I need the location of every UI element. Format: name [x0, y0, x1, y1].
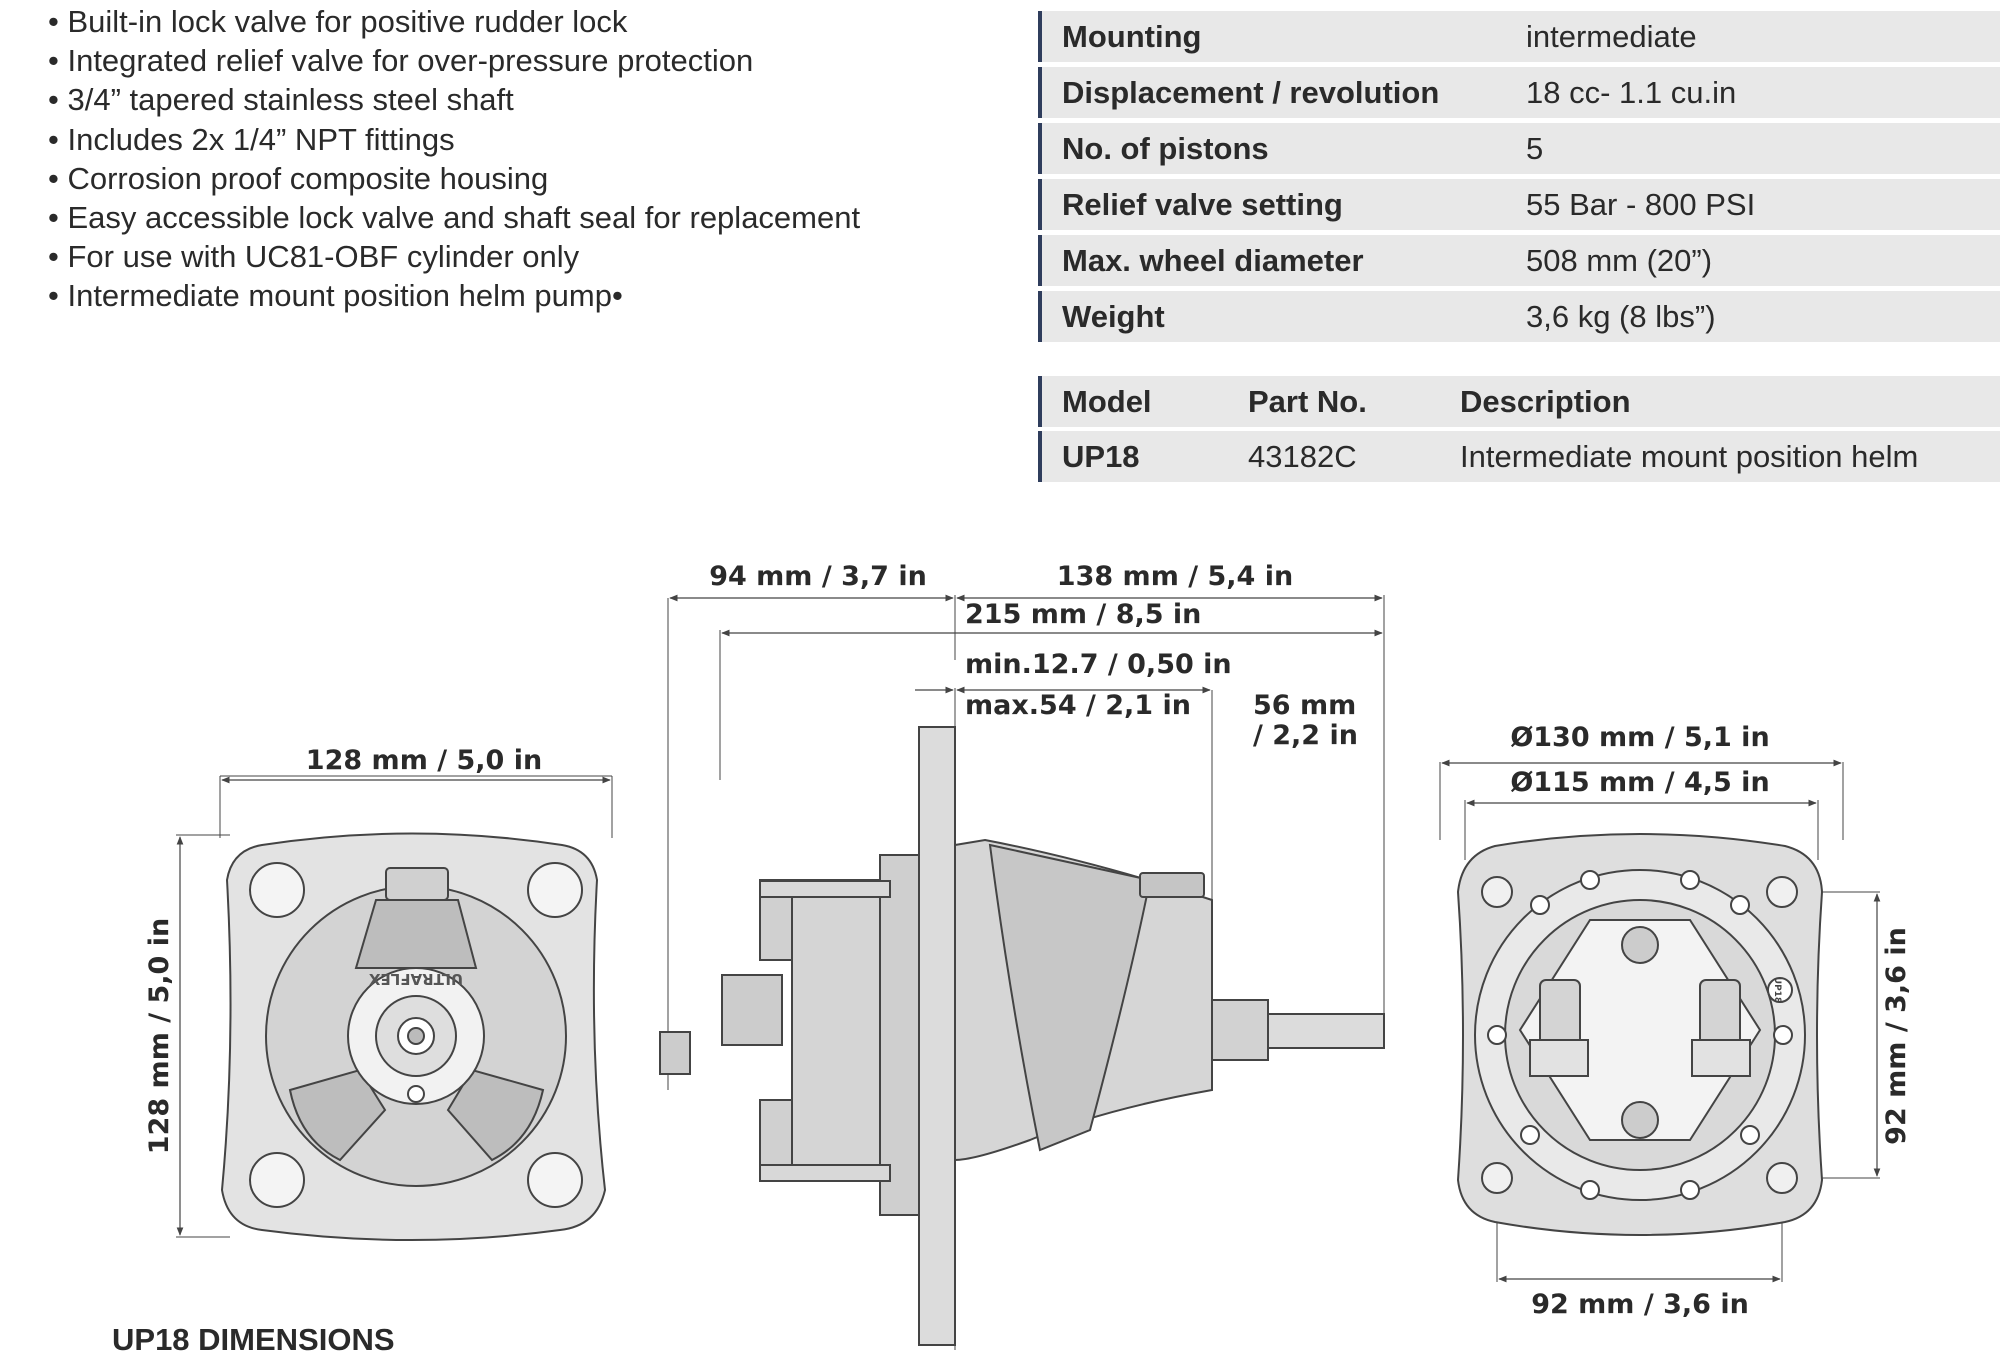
- column-header-model: Model: [1038, 376, 1248, 427]
- back-view: [1439, 759, 1881, 1283]
- model-cell: UP18: [1038, 431, 1248, 482]
- side-view: [659, 594, 1385, 1350]
- spec-label: Mounting: [1038, 11, 1520, 62]
- spec-label: Max. wheel diameter: [1038, 235, 1520, 286]
- dim-shaft-line1: 56 mm: [1253, 690, 1356, 721]
- feature-item: For use with UC81-OBF cylinder only: [48, 237, 860, 276]
- column-header-description: Description: [1460, 376, 2000, 427]
- spec-row: Max. wheel diameter 508 mm (20”): [1038, 235, 2000, 286]
- spec-label: Displacement / revolution: [1038, 67, 1520, 118]
- dim-back-inner-diameter: Ø115 mm / 4,5 in: [1510, 767, 1769, 798]
- dim-panel-max: max.54 / 2,1 in: [965, 690, 1191, 721]
- feature-item: Includes 2x 1/4” NPT fittings: [48, 120, 860, 159]
- dim-side-rear: 94 mm / 3,7 in: [709, 561, 927, 592]
- spec-value: 508 mm (20”): [1520, 235, 2000, 286]
- description-cell: Intermediate mount position helm: [1460, 431, 2000, 482]
- spec-value: 55 Bar - 800 PSI: [1520, 179, 2000, 230]
- spec-value: 5: [1520, 123, 2000, 174]
- dim-back-bolt-vertical: 92 mm / 3,6 in: [1881, 927, 1912, 1145]
- back-logo-text: UP18: [1772, 977, 1782, 1003]
- spec-value: intermediate: [1520, 11, 2000, 62]
- table-row: UP18 43182C Intermediate mount position …: [1038, 431, 2000, 482]
- spec-label: Relief valve setting: [1038, 179, 1520, 230]
- part-no-cell: 43182C: [1248, 431, 1460, 482]
- feature-item: Intermediate mount position helm pump•: [48, 276, 860, 315]
- spec-value: 3,6 kg (8 lbs”): [1520, 291, 2000, 342]
- spec-row: Relief valve setting 55 Bar - 800 PSI: [1038, 179, 2000, 230]
- feature-item: Built-in lock valve for positive rudder …: [48, 2, 860, 41]
- spec-label: Weight: [1038, 291, 1520, 342]
- spec-row: Weight 3,6 kg (8 lbs”): [1038, 291, 2000, 342]
- feature-item: 3/4” tapered stainless steel shaft: [48, 80, 860, 119]
- dim-shaft-line2: / 2,2 in: [1253, 720, 1358, 751]
- front-logo-text: ULTRAFLEX: [368, 970, 463, 988]
- spec-row: Mounting intermediate: [1038, 11, 2000, 62]
- model-header-row: Model Part No. Description: [1038, 376, 2000, 427]
- spec-table: Mounting intermediate Displacement / rev…: [1038, 6, 2000, 347]
- front-view: [176, 775, 613, 1241]
- spec-row: Displacement / revolution 18 cc- 1.1 cu.…: [1038, 67, 2000, 118]
- model-table: Model Part No. Description UP18 43182C I…: [1038, 372, 2000, 486]
- dim-front-height: 128 mm / 5,0 in: [144, 918, 175, 1154]
- dim-front-width: 128 mm / 5,0 in: [306, 745, 542, 776]
- dim-back-bolt-horizontal: 92 mm / 3,6 in: [1531, 1289, 1749, 1320]
- figure-caption: UP18 DIMENSIONS: [112, 1322, 395, 1357]
- spec-row: No. of pistons 5: [1038, 123, 2000, 174]
- dim-side-total: 215 mm / 8,5 in: [965, 599, 1201, 630]
- feature-list: Built-in lock valve for positive rudder …: [48, 2, 860, 316]
- feature-item: Integrated relief valve for over-pressur…: [48, 41, 860, 80]
- feature-item: Corrosion proof composite housing: [48, 159, 860, 198]
- dim-panel-min: min.12.7 / 0,50 in: [965, 649, 1232, 680]
- dim-back-outer-diameter: Ø130 mm / 5,1 in: [1510, 722, 1769, 753]
- spec-value: 18 cc- 1.1 cu.in: [1520, 67, 2000, 118]
- column-header-part-no: Part No.: [1248, 376, 1460, 427]
- feature-item: Easy accessible lock valve and shaft sea…: [48, 198, 860, 237]
- dim-side-front: 138 mm / 5,4 in: [1057, 561, 1293, 592]
- spec-label: No. of pistons: [1038, 123, 1520, 174]
